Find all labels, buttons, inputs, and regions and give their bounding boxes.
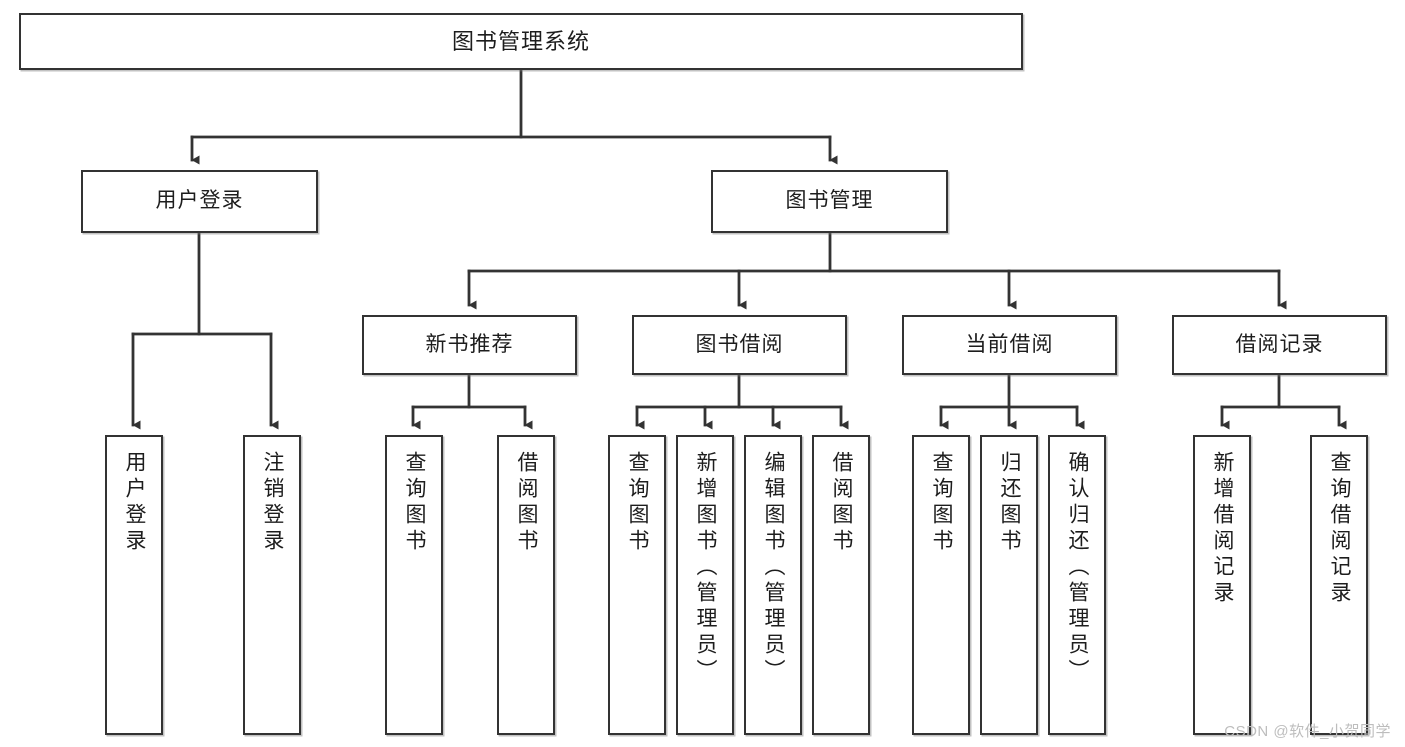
leaf-current-confirm-return-admin[interactable]: 确认归还（管理员） [1048, 435, 1106, 735]
leaf-borrow-borrow-book[interactable]: 借阅图书 [812, 435, 870, 735]
node-root-system[interactable]: 图书管理系统 [19, 13, 1023, 70]
node-label: 编辑图书（管理员） [762, 451, 786, 685]
node-label: 借阅记录 [1235, 332, 1324, 356]
node-current-borrow[interactable]: 当前借阅 [902, 315, 1117, 375]
node-label: 借阅图书 [830, 451, 854, 555]
node-label: 确认归还（管理员） [1066, 451, 1090, 685]
node-label: 新增图书（管理员） [694, 451, 718, 685]
leaf-user-login-signin[interactable]: 用户登录 [105, 435, 163, 735]
node-new-book-recommend[interactable]: 新书推荐 [362, 315, 577, 375]
node-book-management[interactable]: 图书管理 [711, 170, 948, 233]
node-label: 图书借阅 [695, 332, 784, 356]
node-label: 归还图书 [998, 451, 1022, 555]
node-label: 用户登录 [155, 189, 244, 213]
node-label: 图书管理系统 [451, 28, 590, 54]
leaf-borrow-add-book-admin[interactable]: 新增图书（管理员） [676, 435, 734, 735]
node-label: 借阅图书 [515, 451, 539, 555]
node-book-borrow[interactable]: 图书借阅 [632, 315, 847, 375]
leaf-current-return-book[interactable]: 归还图书 [980, 435, 1038, 735]
leaf-recommend-borrow-book[interactable]: 借阅图书 [497, 435, 555, 735]
node-label: 查询图书 [626, 451, 650, 555]
leaf-recommend-query-book[interactable]: 查询图书 [385, 435, 443, 735]
leaf-borrow-query-book[interactable]: 查询图书 [608, 435, 666, 735]
node-label: 查询图书 [930, 451, 954, 555]
leaf-user-login-signout[interactable]: 注销登录 [243, 435, 301, 735]
node-label: 图书管理 [785, 189, 874, 213]
leaf-current-query-book[interactable]: 查询图书 [912, 435, 970, 735]
node-label: 查询图书 [403, 451, 427, 555]
leaf-record-query-record[interactable]: 查询借阅记录 [1310, 435, 1368, 735]
node-label: 注销登录 [261, 451, 285, 555]
node-label: 当前借阅 [965, 332, 1054, 356]
node-label: 查询借阅记录 [1328, 451, 1352, 607]
leaf-record-add-record[interactable]: 新增借阅记录 [1193, 435, 1251, 735]
leaf-borrow-edit-book-admin[interactable]: 编辑图书（管理员） [744, 435, 802, 735]
node-user-login[interactable]: 用户登录 [81, 170, 318, 233]
watermark: CSDN @软件_小贺同学 [1224, 723, 1391, 740]
node-borrow-record[interactable]: 借阅记录 [1172, 315, 1387, 375]
node-label: 新增借阅记录 [1211, 451, 1235, 607]
node-label: 新书推荐 [425, 332, 514, 356]
node-label: 用户登录 [123, 451, 147, 555]
